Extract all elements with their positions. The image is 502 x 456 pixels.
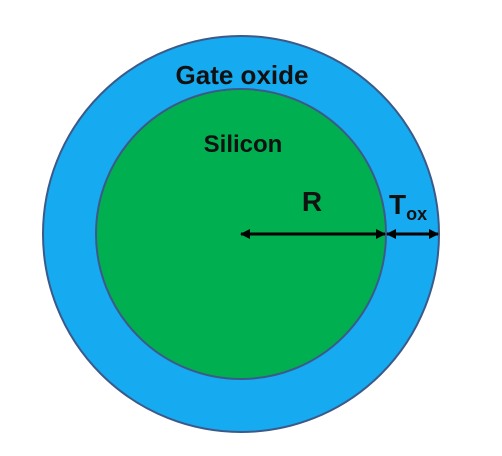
oxide-thickness-label: Tox (389, 189, 427, 224)
oxide-thickness-symbol: T (389, 189, 406, 220)
silicon-label: Silicon (204, 131, 283, 158)
radius-label: R (302, 186, 322, 217)
gate-oxide-label: Gate oxide (176, 60, 309, 90)
oxide-thickness-subscript: ox (406, 204, 427, 224)
